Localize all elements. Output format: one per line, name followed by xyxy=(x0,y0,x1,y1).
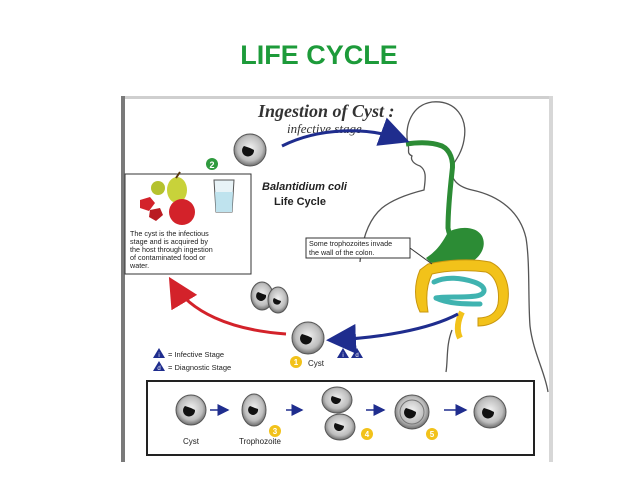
step-2-badge xyxy=(206,158,218,170)
invasion-pointer xyxy=(409,247,433,265)
small-intestine xyxy=(431,275,487,307)
svg-text:i: i xyxy=(342,353,343,359)
water-glass-icon xyxy=(213,179,235,213)
svg-text:d: d xyxy=(157,366,160,372)
species-name: Balantidium coli xyxy=(262,181,348,193)
infective-stage-icon xyxy=(153,348,165,358)
digestive-tract xyxy=(405,140,484,268)
ingestion-title: Ingestion of Cyst : xyxy=(257,101,395,121)
step-1-number: 1 xyxy=(294,358,299,367)
cyst-info-line: The cyst is the infectious xyxy=(130,229,209,238)
page-title: LIFE CYCLE xyxy=(240,40,398,70)
rectum xyxy=(454,310,465,340)
cyst-label: Cyst xyxy=(308,359,325,368)
step-3-badge xyxy=(269,425,281,437)
svg-text:i: i xyxy=(158,353,159,359)
strip-trophozoite-label: Trophozoite xyxy=(239,437,282,446)
svg-text:d: d xyxy=(355,353,358,359)
cyst-passed xyxy=(291,321,325,355)
life-cycle-label: Life Cycle xyxy=(274,196,326,208)
legend-infective-label: = Infective Stage xyxy=(168,350,224,359)
reinfection-arrow xyxy=(168,276,287,336)
cyst-info-line: water. xyxy=(129,261,149,270)
strip-cyst-label: Cyst xyxy=(183,437,200,446)
step-5-badge xyxy=(426,428,438,440)
step-3-number: 3 xyxy=(273,427,278,436)
diagram-top-border xyxy=(121,96,553,99)
cyst-ingested xyxy=(233,133,267,167)
step-2-number: 2 xyxy=(209,160,214,170)
cyst-stage-markers: i d xyxy=(337,348,363,359)
human-silhouette xyxy=(359,101,549,393)
trophozoite-pair xyxy=(250,281,289,314)
cyst-info-text: The cyst is the infectious stage and is … xyxy=(129,229,213,270)
colon xyxy=(415,259,509,327)
diagnostic-stage-icon xyxy=(153,361,165,371)
step-4-number: 4 xyxy=(365,430,370,439)
cyst-info-line: the host through ingestion xyxy=(130,245,213,254)
cyst-info-line: stage and is acquired by xyxy=(130,237,208,246)
excretion-arrow xyxy=(326,312,459,354)
strip-encysting xyxy=(394,394,430,430)
invasion-note-line: Some trophozoites invade xyxy=(309,239,392,248)
strip-cyst xyxy=(175,394,207,426)
strip-trophozoite xyxy=(241,393,267,427)
ingestion-arrow xyxy=(281,117,410,148)
step-1-badge xyxy=(290,356,302,368)
strip-mature-cyst xyxy=(473,395,507,429)
step-5-number: 5 xyxy=(430,430,435,439)
legend: i = Infective Stage d = Diagnostic Stage xyxy=(153,348,231,372)
diagram-left-border xyxy=(121,96,125,462)
invasion-note-line: the wall of the colon. xyxy=(309,248,375,257)
strip-binary-fission xyxy=(321,386,356,441)
contaminated-food-icon xyxy=(140,171,195,225)
cyst-info-line: of contaminated food or xyxy=(130,253,206,262)
legend-diagnostic-label: = Diagnostic Stage xyxy=(168,363,231,372)
step-4-badge xyxy=(361,428,373,440)
diagram-right-border xyxy=(549,96,553,462)
